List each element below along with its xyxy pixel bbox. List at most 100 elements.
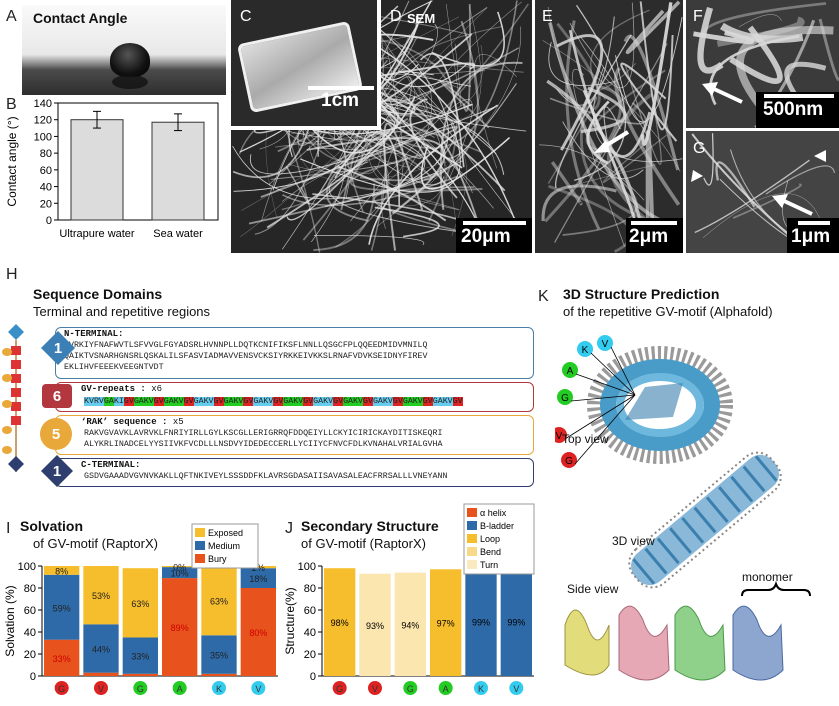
sem-fiber xyxy=(572,69,625,247)
sem-fiber xyxy=(639,1,674,131)
legend-swatch xyxy=(467,521,477,530)
sem-fiber xyxy=(313,235,425,246)
x-tick-label: V xyxy=(98,684,104,694)
gv-residue-segment: KVRV xyxy=(84,397,104,406)
data-label: 59% xyxy=(53,603,71,613)
gv-residue-segment: GAKV xyxy=(372,397,393,406)
panel-letter-b: B xyxy=(6,96,17,113)
contact-angle-photo xyxy=(22,5,226,95)
sem-fiber xyxy=(544,85,622,223)
data-label: 0% xyxy=(173,563,186,573)
sem-fiber xyxy=(350,99,473,222)
sem-fiber xyxy=(308,33,410,173)
sem-fiber xyxy=(376,26,522,227)
panel-h-subtitle: Terminal and repetitive regions xyxy=(33,304,211,319)
sem-fiber xyxy=(547,6,636,93)
scale-label-d: 20μm xyxy=(461,226,511,247)
sem-fiber xyxy=(554,34,632,189)
sem-fiber xyxy=(546,79,646,242)
side-view-structure xyxy=(564,605,784,681)
sem-fiber xyxy=(539,144,645,201)
sem-fiber xyxy=(249,107,494,175)
residue-pointer xyxy=(590,352,636,396)
data-label: 89% xyxy=(171,623,189,633)
y-tick-label: 40 xyxy=(24,627,36,639)
panel-j-subtitle: of GV-motif (RaptorX) xyxy=(301,536,426,551)
panel-h-title: Sequence Domains xyxy=(33,286,163,302)
data-label: 18% xyxy=(249,574,267,584)
panel-letter-e: E xyxy=(542,8,553,25)
scale-label-e: 2μm xyxy=(629,226,669,247)
y-axis-label: Structure(%) xyxy=(283,587,297,654)
water-droplet xyxy=(110,43,150,77)
data-label: 99% xyxy=(472,618,490,628)
domain-schematic xyxy=(2,324,24,472)
residue-circle xyxy=(597,335,613,351)
y-tick-label: 60 xyxy=(40,165,52,177)
sem-fiber xyxy=(732,183,802,219)
data-label: 93% xyxy=(366,621,384,631)
monomer-label: monomer xyxy=(742,570,793,584)
residue-circle xyxy=(212,681,226,695)
panel-letter-g: G xyxy=(693,140,706,157)
stacked-bar-segment xyxy=(240,588,276,676)
y-tick-label: 60 xyxy=(304,605,316,617)
monomer-bracket xyxy=(741,580,811,597)
gv-residue-segment: GV xyxy=(362,397,373,406)
sem-fiber xyxy=(697,6,724,74)
gv-residue-segment: GAKV xyxy=(253,397,274,406)
stacked-bar-segment xyxy=(162,567,198,579)
gv-residue-segment: GAKV xyxy=(432,397,453,406)
panel-letter-f: F xyxy=(693,8,703,25)
sem-fiber xyxy=(556,16,615,106)
sem-fiber xyxy=(586,100,610,165)
x-tick-label: V xyxy=(372,684,378,694)
residue-circle xyxy=(368,681,382,695)
sem-fiber xyxy=(349,149,483,192)
secondary-structure-chart: 020406080100Structure(%)98%G93%V94%G97%A… xyxy=(283,503,535,695)
y-tick-label: 40 xyxy=(40,182,52,194)
panel-letter-j: J xyxy=(285,520,293,537)
residue-circle xyxy=(474,681,488,695)
gv-residue-segment: GAKV xyxy=(163,397,184,406)
rak-title: ‘RAK’ sequence : x5 xyxy=(81,417,184,427)
sem-fiber xyxy=(281,2,384,211)
y-tick-label: 0 xyxy=(46,215,52,227)
sem-fiber xyxy=(418,87,519,223)
sem-fiber xyxy=(260,126,458,198)
y-tick-label: 20 xyxy=(24,649,36,661)
x-tick-label: G xyxy=(137,684,144,694)
data-label: 63% xyxy=(210,597,228,607)
stacked-bar-segment xyxy=(201,635,237,674)
y-tick-label: 100 xyxy=(18,561,36,573)
x-tick-label: Sea water xyxy=(153,228,203,240)
sem-fiber xyxy=(286,129,391,221)
gv-residue-segment: GAKV xyxy=(223,397,244,406)
rak-seq: RAKVGVAVKLAVRVKLFNRIYIRLLGYLKSCGLLERIGRR… xyxy=(84,429,443,449)
sem-fiber xyxy=(270,147,408,180)
sem-fiber xyxy=(239,7,487,238)
data-label: 10% xyxy=(171,569,189,579)
y-tick-label: 20 xyxy=(40,198,52,210)
gv-residue-segment: GV xyxy=(422,397,433,406)
y-axis-label: Solvation (%) xyxy=(3,585,17,656)
y-tick-label: 120 xyxy=(34,115,52,127)
residue-circle xyxy=(561,452,577,468)
bar xyxy=(359,573,391,676)
data-label: 80% xyxy=(249,628,267,638)
c-terminal-title: C-TERMINAL: xyxy=(81,460,141,470)
y-axis-label: Contact angle (°) xyxy=(5,116,19,206)
y-tick-label: 140 xyxy=(34,98,52,110)
3d-view-structure xyxy=(628,451,782,589)
stacked-bar-segment xyxy=(162,566,198,568)
n-terminal-title: N-TERMINAL: xyxy=(64,329,124,339)
stacked-bar-segment xyxy=(201,673,237,676)
residue-pointer xyxy=(564,394,636,440)
gv-residue-segment: GV xyxy=(243,397,254,406)
x-tick-label: A xyxy=(443,684,449,694)
scale-box-f xyxy=(756,92,839,128)
stacked-bar-segment xyxy=(83,566,119,625)
residue-label: K xyxy=(582,345,589,356)
stacked-bar-segment xyxy=(122,673,158,676)
